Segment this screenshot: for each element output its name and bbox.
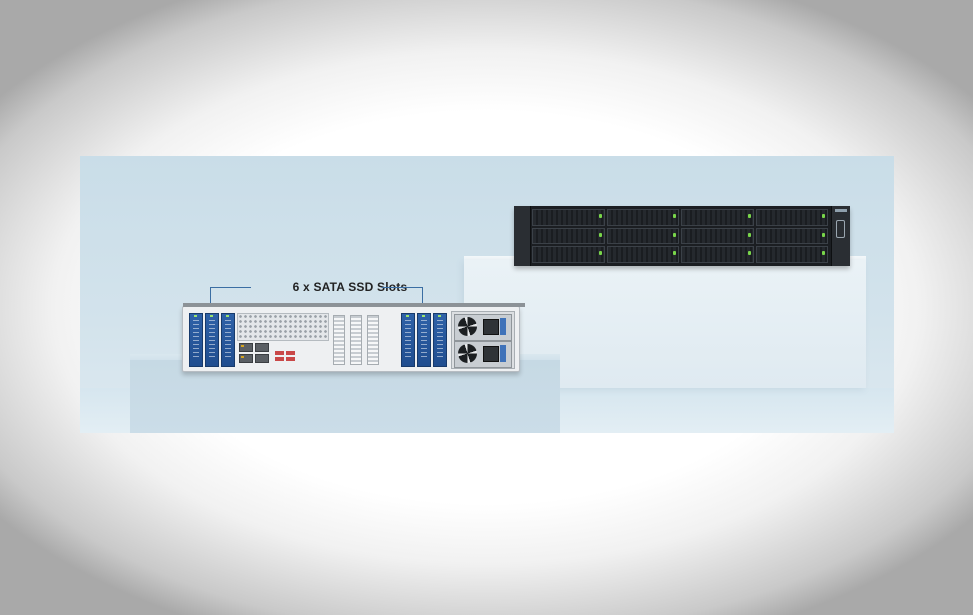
ssd-tray [189, 313, 203, 367]
power-supply-unit [454, 341, 512, 368]
drive-bay [606, 209, 679, 226]
ssd-tray [401, 313, 415, 367]
chassis-top-edge [183, 303, 525, 307]
drive-bay [681, 227, 754, 245]
drive-bay [681, 246, 754, 263]
left-rack-ear [514, 206, 531, 266]
ethernet-port-icon [255, 354, 269, 363]
drive-bay [606, 246, 679, 263]
pcie-slot-cover [367, 315, 379, 365]
drive-bay [755, 227, 828, 245]
ssd-tray [417, 313, 431, 367]
usb-ports [275, 351, 295, 361]
pcie-slot-cover [350, 315, 362, 365]
fan-icon [458, 344, 477, 363]
usb-port-icon [275, 351, 284, 355]
psu-handle [500, 318, 506, 335]
right-rack-ear [831, 206, 850, 266]
nas-rear-view [182, 303, 525, 372]
drive-bay-grid [532, 209, 828, 263]
power-socket-icon [483, 319, 499, 335]
psu-handle [500, 345, 506, 362]
label-bracket-right [382, 287, 423, 310]
drive-bay [755, 246, 828, 263]
drive-bay [532, 209, 605, 226]
ssd-slots-label: 6 x SATA SSD Slots [292, 280, 408, 294]
drive-bay [681, 209, 754, 226]
power-supply-unit [454, 314, 512, 341]
fan-icon [458, 317, 477, 336]
pcie-slot-cover [333, 315, 345, 365]
label-bracket-left [210, 287, 251, 310]
ethernet-port-icon [239, 354, 253, 363]
front-pedestal [130, 360, 560, 433]
vent-grille [237, 313, 329, 341]
usb-port-icon [275, 357, 284, 361]
ethernet-port-icon [255, 343, 269, 352]
pcie-slots [333, 315, 379, 365]
usb-port-icon [286, 351, 295, 355]
brand-logo [835, 209, 847, 212]
ssd-slot-group-right [401, 313, 447, 367]
product-scene: 6 x SATA SSD Slots [80, 156, 894, 433]
ssd-tray [433, 313, 447, 367]
usb-port-icon [286, 357, 295, 361]
power-button-icon [836, 220, 845, 238]
power-supply-bay [451, 311, 515, 369]
power-socket-icon [483, 346, 499, 362]
ethernet-port-icon [239, 343, 253, 352]
ssd-tray [205, 313, 219, 367]
ssd-slot-group-left [189, 313, 235, 367]
drive-bay [532, 246, 605, 263]
nas-front-view [514, 206, 850, 266]
drive-bay [755, 209, 828, 226]
ethernet-ports [239, 343, 269, 363]
ssd-tray [221, 313, 235, 367]
drive-bay [532, 227, 605, 245]
drive-bay [606, 227, 679, 245]
